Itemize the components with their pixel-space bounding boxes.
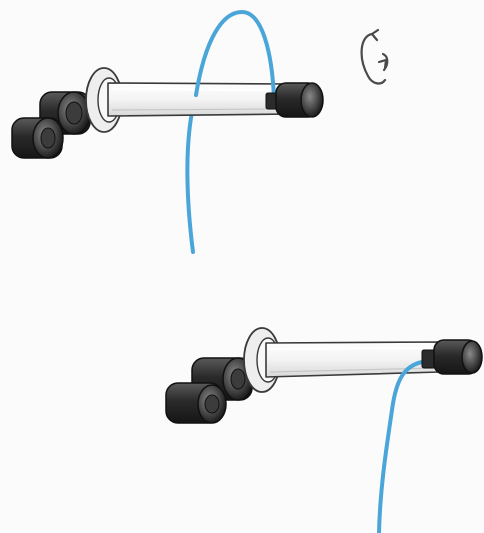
top-motor-lower [12, 118, 63, 158]
bottom-motor-cluster [166, 358, 253, 423]
bottom-cable [379, 362, 422, 533]
bottom-tube [266, 342, 440, 377]
bottom-motor-lower [166, 383, 226, 423]
top-cable-back [187, 95, 196, 252]
top-motor-cluster [12, 92, 90, 158]
rotate-clockwise-icon [362, 30, 388, 83]
bottom-panel [166, 328, 482, 533]
top-panel [12, 12, 387, 252]
top-tube [108, 83, 292, 116]
